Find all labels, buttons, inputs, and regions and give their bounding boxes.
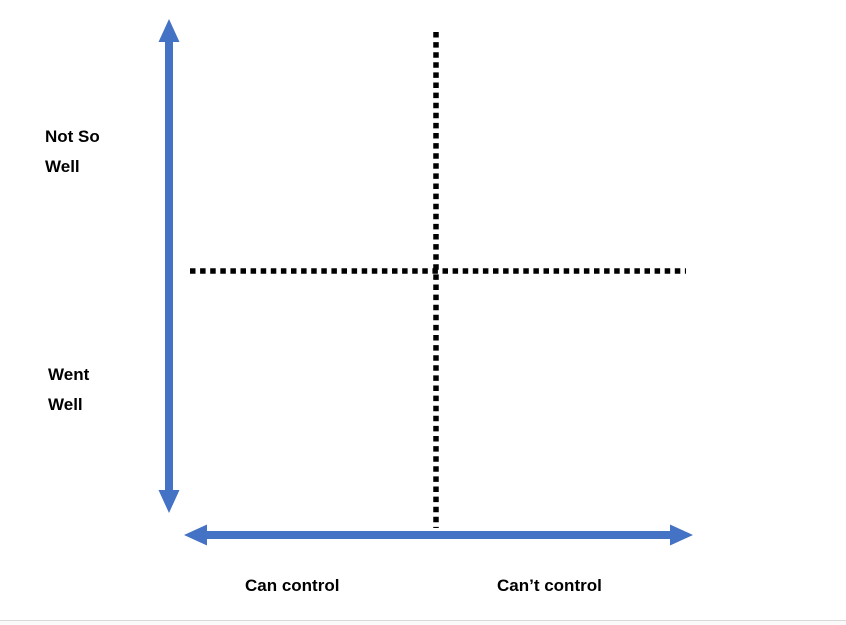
- x-axis-right-label: Can’t control: [497, 576, 602, 595]
- horizontal-axis-arrow: [184, 524, 693, 546]
- bottom-border-strip: [0, 621, 846, 625]
- bottom-border-line: [0, 620, 846, 621]
- x-axis-left-label: Can control: [245, 576, 340, 595]
- vertical-arrow-down-head-icon: [158, 490, 180, 513]
- vertical-arrow-up-head-icon: [158, 19, 180, 42]
- y-axis-bottom-label: Went Well: [48, 365, 90, 414]
- vertical-axis-arrow: [158, 19, 180, 513]
- y-axis-top-label: Not So Well: [45, 127, 100, 176]
- horizontal-arrow-right-head-icon: [670, 524, 693, 546]
- horizontal-arrow-left-head-icon: [184, 524, 207, 546]
